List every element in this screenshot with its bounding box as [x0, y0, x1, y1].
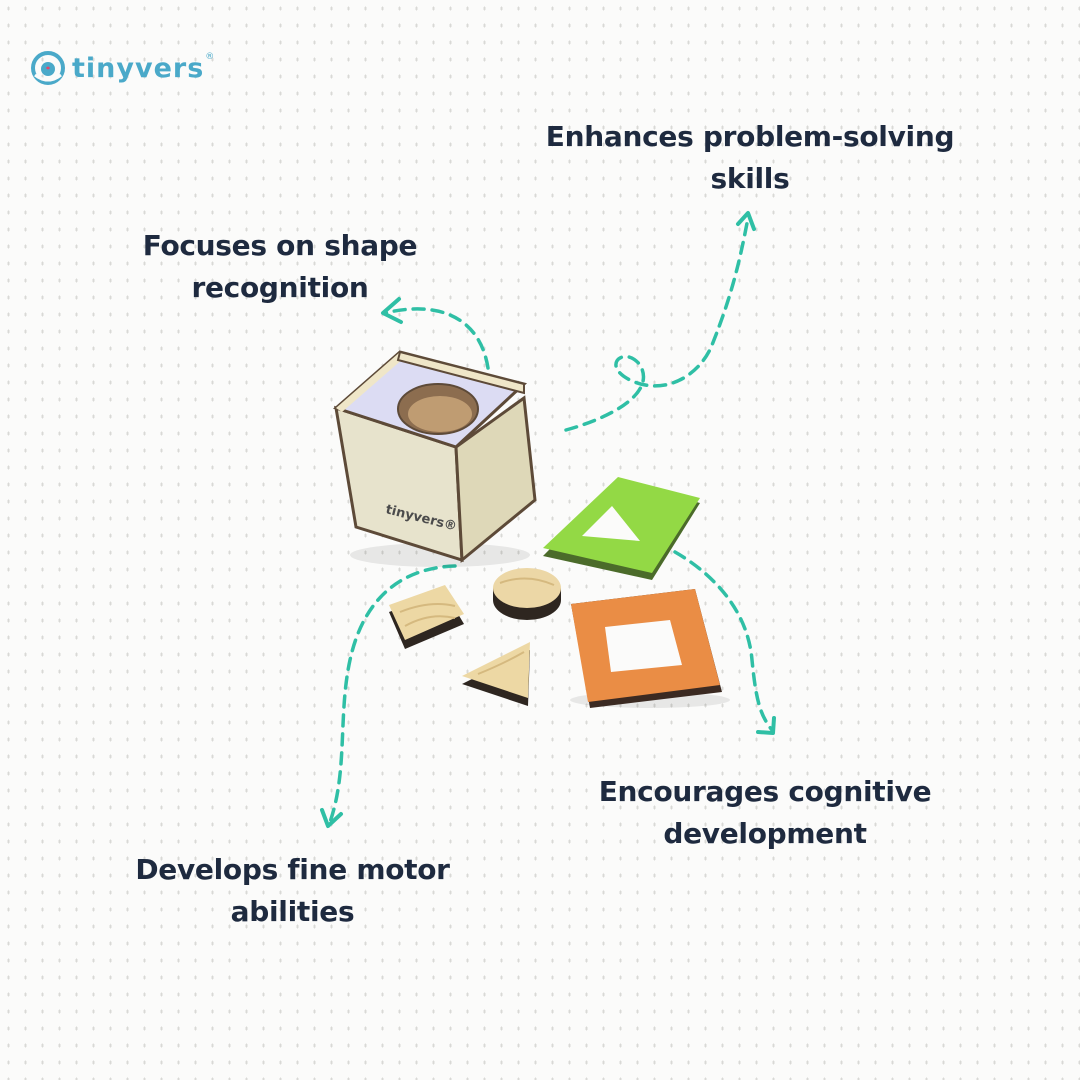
arrowhead — [381, 297, 403, 324]
feature-line: Focuses on shape — [142, 229, 418, 262]
feature-problem-solving: Enhances problem-solving skills — [520, 116, 980, 200]
dashed-arrow-cognitive — [673, 550, 774, 732]
feature-line: Develops fine motor — [135, 853, 450, 886]
feature-line: Enhances problem-solving — [545, 120, 955, 153]
arrowhead — [320, 808, 343, 828]
feature-fine-motor: Develops fine motor abilities — [110, 849, 475, 933]
feature-line: Encourages cognitive — [598, 775, 932, 808]
feature-line: development — [663, 817, 867, 850]
arrowhead — [736, 211, 756, 231]
dashed-arrow-motor — [328, 564, 457, 824]
shape-sorter-cube: tinyvers® — [333, 350, 537, 564]
feature-line: skills — [710, 162, 790, 195]
feature-shape-recognition: Focuses on shape recognition — [120, 225, 440, 309]
orange-square-board — [571, 589, 722, 708]
green-triangle-board — [543, 477, 700, 580]
wooden-triangle-piece — [462, 642, 530, 706]
registered-mark: ® — [205, 52, 215, 62]
arrowhead — [756, 716, 776, 735]
feature-line: abilities — [230, 895, 355, 928]
wooden-square-piece — [389, 585, 464, 649]
brand-logo-icon — [31, 51, 65, 85]
feature-line: recognition — [191, 271, 369, 304]
brand-logo[interactable]: tinyvers ® — [30, 50, 214, 86]
feature-cognitive: Encourages cognitive development — [575, 771, 955, 855]
dashed-arrow-shape — [383, 307, 490, 370]
wooden-circle-piece — [493, 568, 561, 620]
dashed-arrow-problem — [564, 216, 750, 432]
brand-name: tinyvers — [72, 52, 205, 84]
